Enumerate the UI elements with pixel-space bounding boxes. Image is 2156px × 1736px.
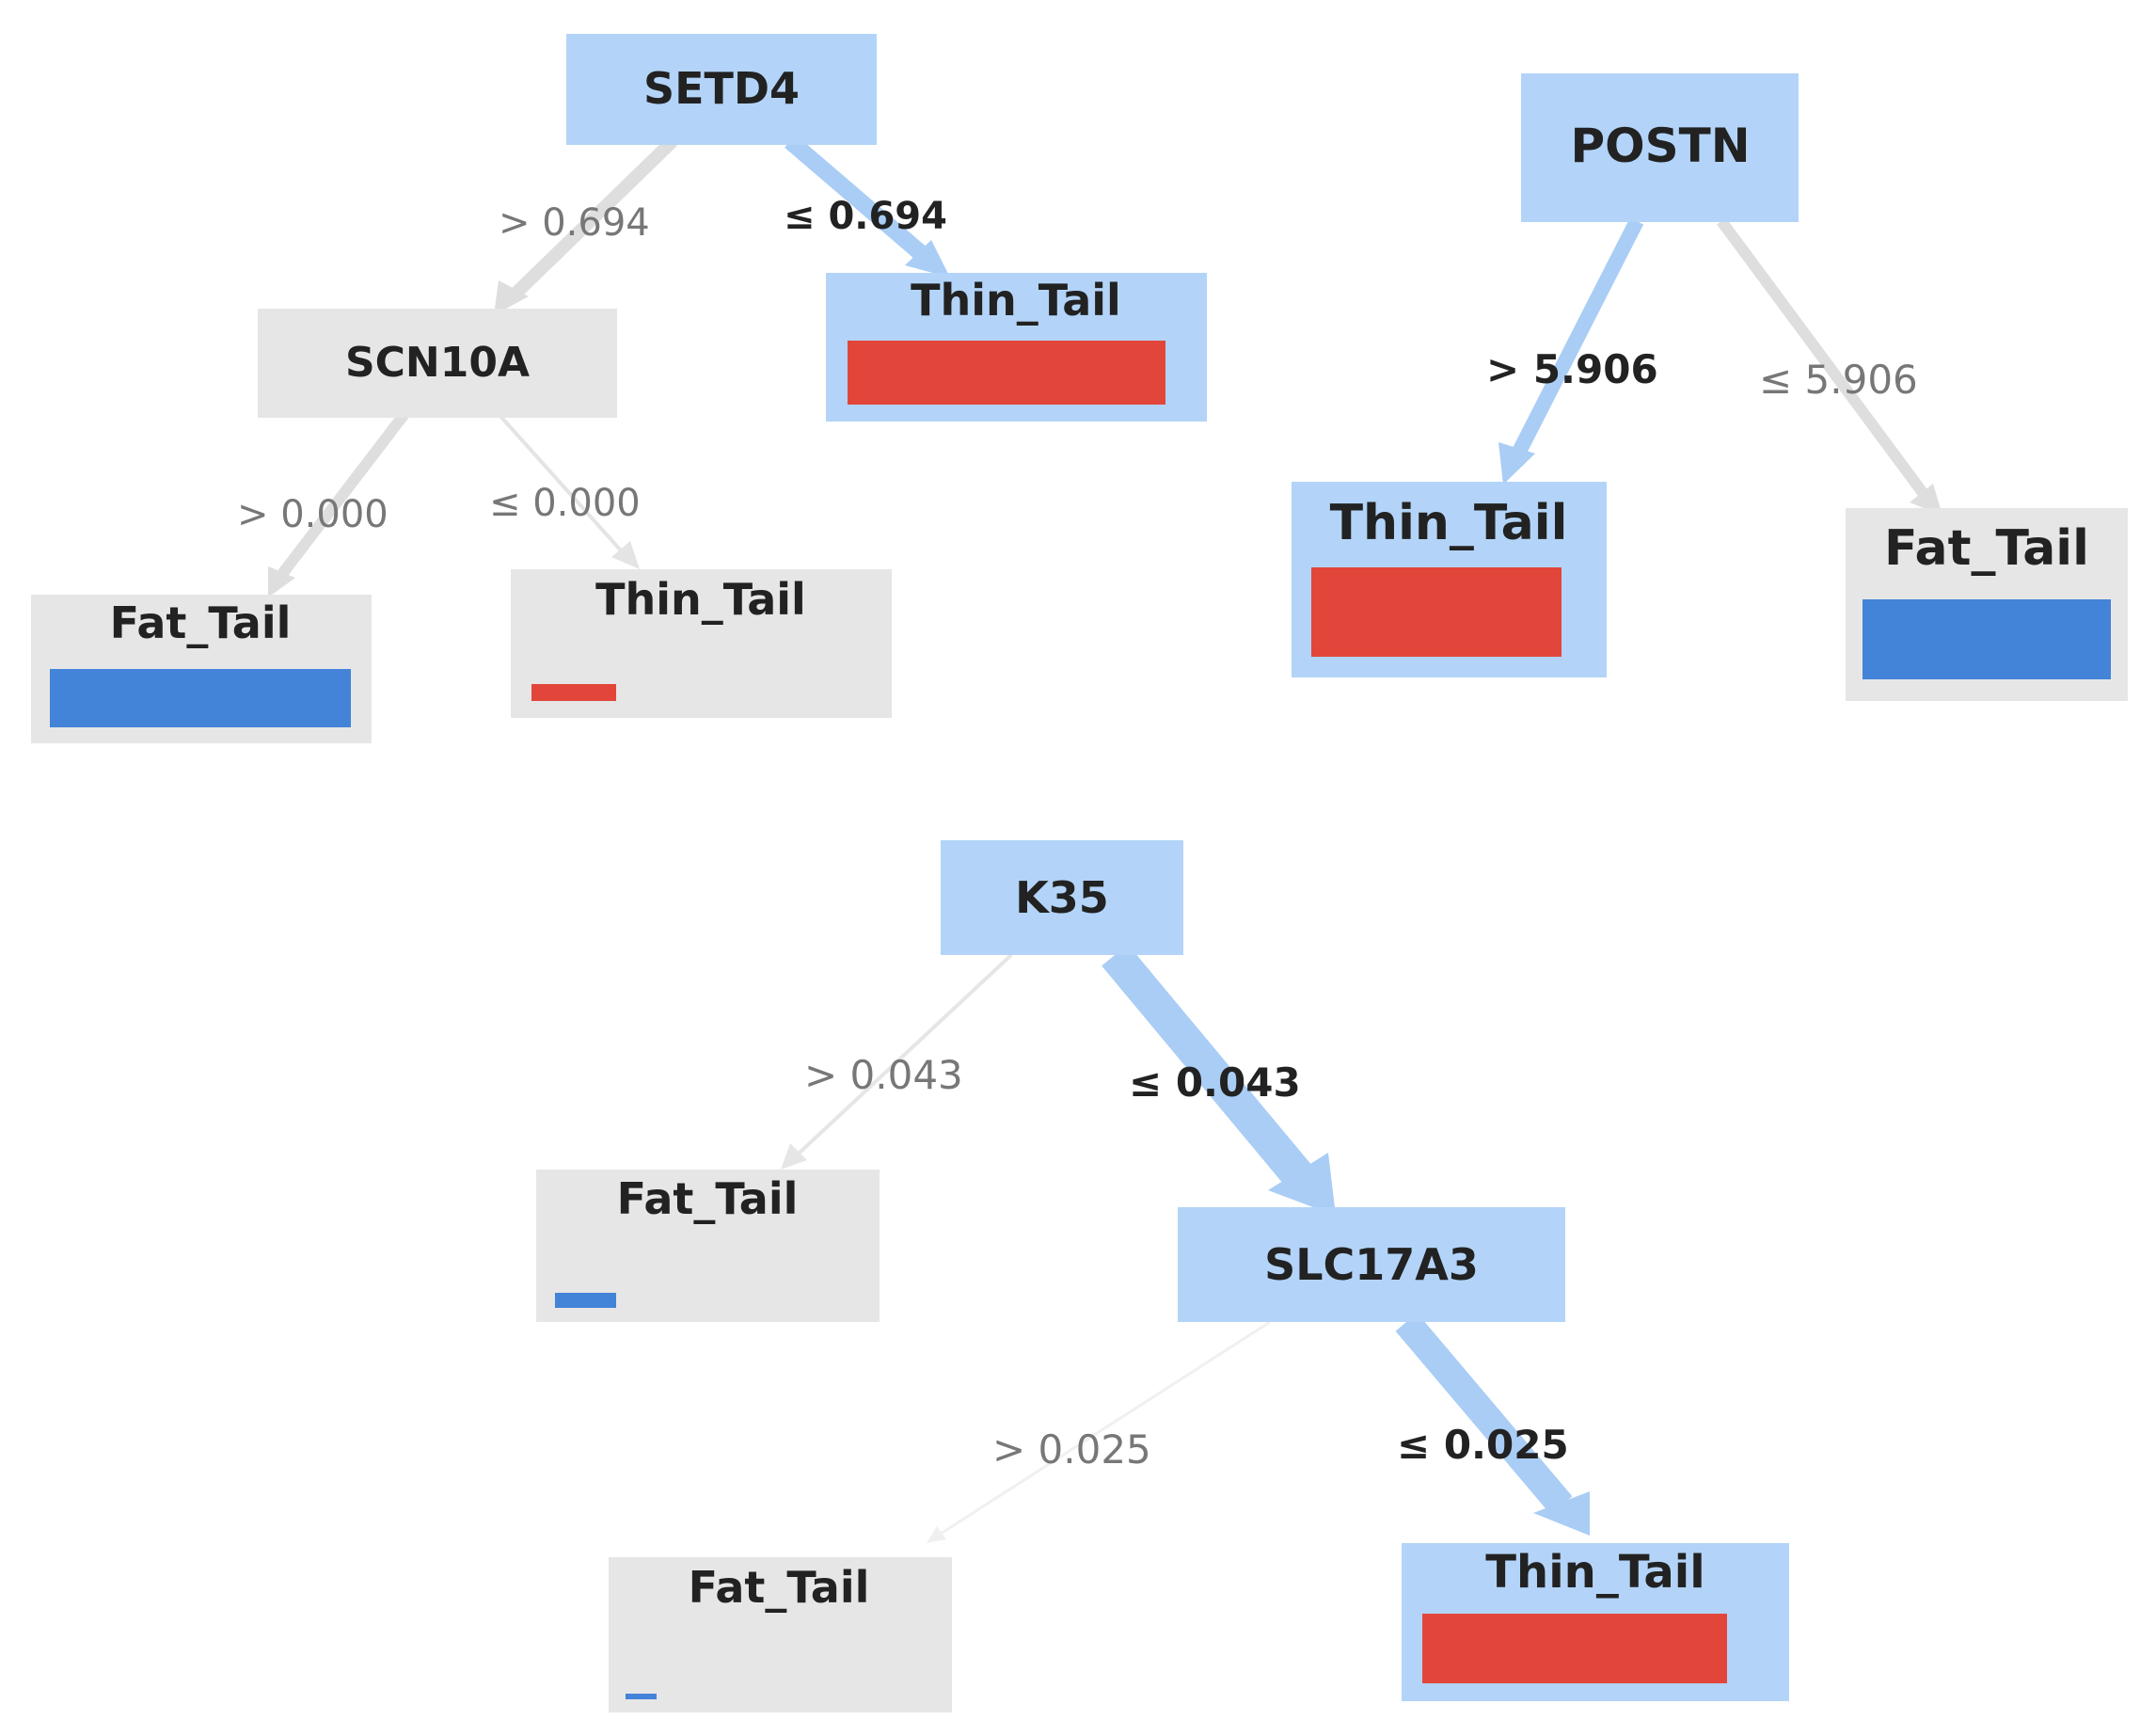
bar-t1-fat	[50, 669, 351, 727]
node-label-scn10a: SCN10A	[345, 339, 530, 387]
node-slc17a3[interactable]: SLC17A3	[1178, 1207, 1565, 1322]
edge-label-k35-le: ≤ 0.043	[1129, 1059, 1301, 1106]
leaf-label-t3-fat-a: Fat_Tail	[617, 1173, 799, 1224]
edge-postn-thin	[1498, 217, 1644, 485]
edge-label-setd4-le: ≤ 0.694	[784, 195, 947, 238]
edge-label-k35-gt: > 0.043	[804, 1052, 963, 1098]
leaf-t2-fat-tail[interactable]: Fat_Tail	[1846, 508, 2128, 701]
edge-scn10a-fat	[268, 410, 409, 597]
edge-label-postn-gt: > 5.906	[1486, 346, 1658, 392]
edge-slc17a3-fat	[927, 1320, 1271, 1543]
bar-t3-fat-a	[555, 1293, 616, 1308]
edge-label-scn10a-le: ≤ 0.000	[489, 482, 641, 525]
bar-t3-fat-b	[626, 1694, 657, 1699]
node-setd4[interactable]: SETD4	[566, 34, 877, 145]
bar-t1-thin-a	[848, 341, 1165, 405]
edge-postn-fat	[1717, 217, 1942, 516]
leaf-label-t1-fat: Fat_Tail	[110, 597, 292, 648]
leaf-t2-thin-tail[interactable]: Thin_Tail	[1292, 482, 1607, 677]
edge-k35-slc17a3	[1102, 944, 1336, 1216]
edge-label-postn-le: ≤ 5.906	[1759, 357, 1918, 403]
node-scn10a[interactable]: SCN10A	[258, 309, 617, 418]
edge-k35-fat	[781, 953, 1013, 1170]
leaf-label-t3-fat-b: Fat_Tail	[689, 1562, 870, 1613]
edges	[268, 135, 1942, 1543]
node-label-postn: POSTN	[1570, 119, 1750, 173]
edge-setd4-thin	[785, 135, 950, 278]
leaf-t3-thin-tail[interactable]: Thin_Tail	[1402, 1543, 1789, 1701]
edge-label-setd4-gt: > 0.694	[499, 201, 650, 245]
bar-t3-thin	[1422, 1614, 1727, 1683]
nodes: SETD4 SCN10A Thin_Tail Fat_Tail Thin_Tai…	[31, 34, 2128, 1712]
leaf-t1-thin-tail-b[interactable]: Thin_Tail	[511, 569, 892, 718]
edge-label-scn10a-gt: > 0.000	[237, 493, 388, 536]
leaf-t1-fat-tail[interactable]: Fat_Tail	[31, 595, 372, 743]
bar-t2-fat	[1863, 599, 2111, 679]
leaf-t3-fat-tail-b[interactable]: Fat_Tail	[609, 1557, 952, 1712]
leaf-t3-fat-tail-a[interactable]: Fat_Tail	[536, 1170, 880, 1322]
edge-scn10a-thin	[497, 412, 640, 569]
leaf-t1-thin-tail-a[interactable]: Thin_Tail	[826, 273, 1207, 422]
node-k35[interactable]: K35	[941, 840, 1183, 955]
leaf-label-t2-thin: Thin_Tail	[1330, 495, 1568, 551]
node-label-k35: K35	[1015, 872, 1109, 923]
node-label-setd4: SETD4	[643, 63, 800, 114]
edge-slc17a3-thin	[1395, 1313, 1590, 1536]
edge-label-slc17a3-gt: > 0.025	[992, 1426, 1151, 1473]
edge-setd4-scn10a	[494, 135, 677, 315]
bar-t1-thin-b	[531, 684, 616, 701]
node-postn[interactable]: POSTN	[1521, 73, 1799, 222]
bar-t2-thin	[1311, 567, 1562, 657]
leaf-label-t1-thin-b: Thin_Tail	[595, 574, 806, 625]
edge-labels: > 0.694 ≤ 0.694 > 0.000 ≤ 0.000 > 5.906 …	[237, 195, 1918, 1473]
edge-label-slc17a3-le: ≤ 0.025	[1397, 1422, 1569, 1468]
node-label-slc17a3: SLC17A3	[1264, 1239, 1479, 1290]
leaf-label-t2-fat: Fat_Tail	[1884, 520, 2089, 577]
leaf-label-t3-thin: Thin_Tail	[1485, 1546, 1704, 1599]
leaf-label-t1-thin-a: Thin_Tail	[911, 275, 1121, 326]
